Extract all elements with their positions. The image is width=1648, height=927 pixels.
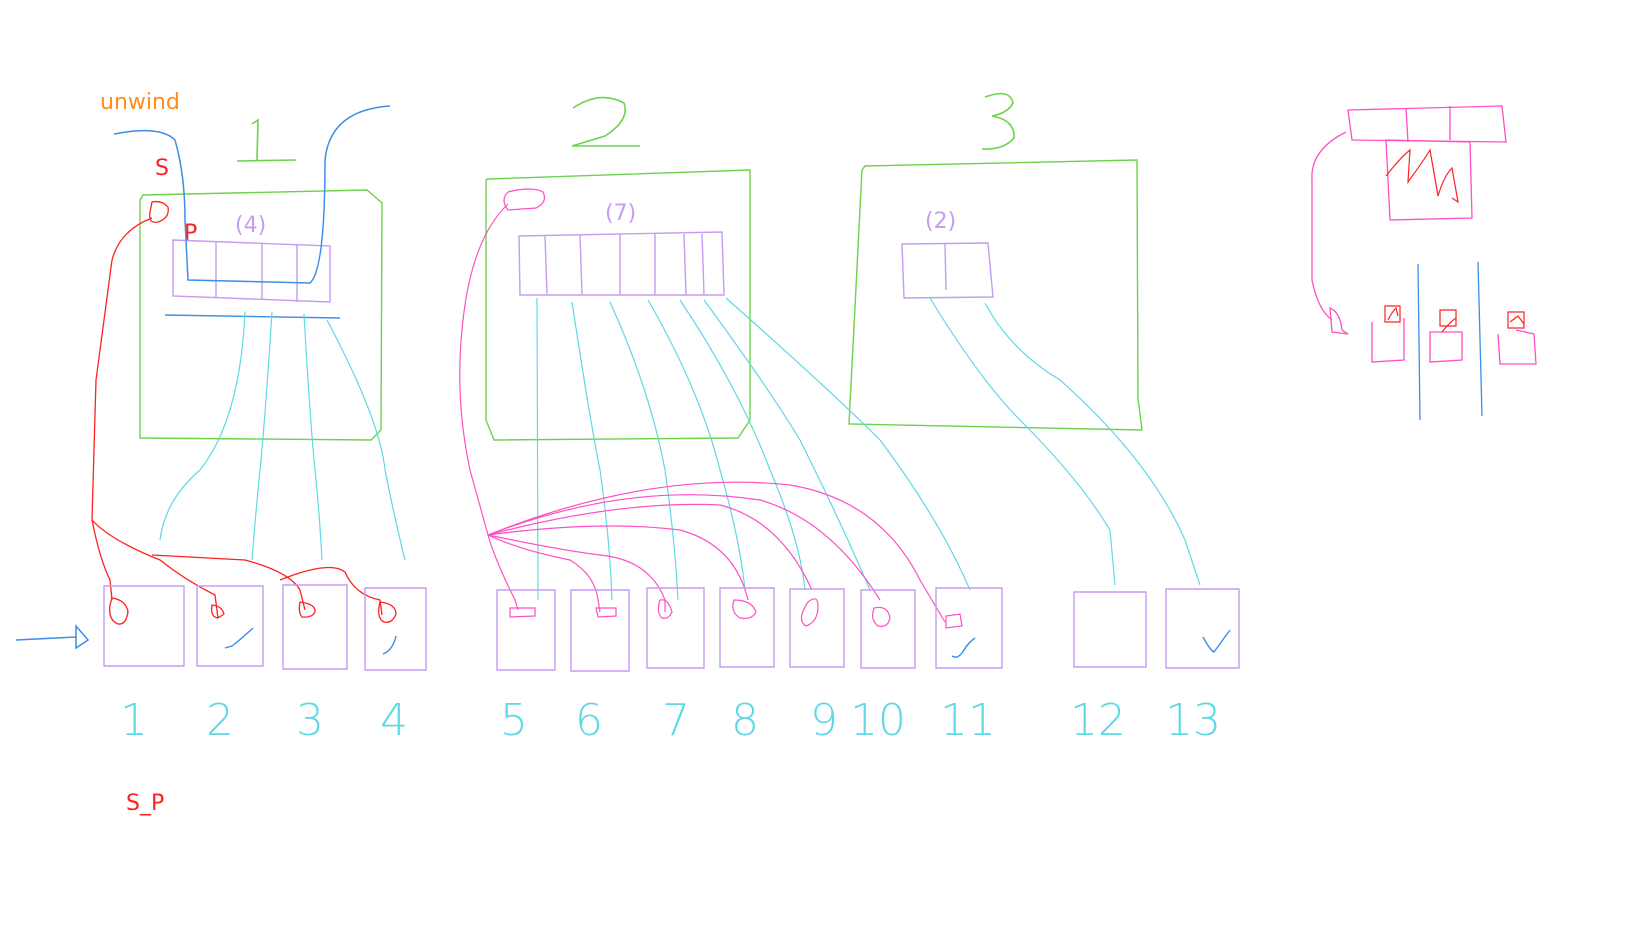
group-number-1 xyxy=(237,120,296,161)
slot-number: 1 xyxy=(120,695,148,746)
group-number-3 xyxy=(982,94,1014,149)
check-icon xyxy=(1203,630,1230,652)
index-array-2 xyxy=(519,232,724,295)
unwind-label: unwind xyxy=(100,90,180,115)
slot-number: 6 xyxy=(575,695,603,746)
slot-number: 11 xyxy=(940,695,996,746)
slots xyxy=(104,585,1239,671)
slot-number: 7 xyxy=(662,695,690,746)
slot-box-13 xyxy=(1166,589,1239,668)
slot-box-10 xyxy=(861,590,915,668)
check-icon xyxy=(225,628,253,648)
slot-box-1 xyxy=(104,586,184,666)
top-right-sketch xyxy=(1312,106,1536,420)
group-box-1 xyxy=(140,190,382,440)
unwind-path xyxy=(114,106,390,283)
slot-number: 5 xyxy=(500,695,528,746)
group-box-2 xyxy=(486,170,750,440)
sp-label: S_P xyxy=(126,791,164,816)
check-icon xyxy=(383,636,396,654)
s-label: S xyxy=(155,156,169,181)
group-box-3 xyxy=(849,160,1142,430)
entry-arrow xyxy=(16,626,88,648)
index-array-1 xyxy=(173,240,330,302)
slot-number: 8 xyxy=(731,695,759,746)
index-array-3 xyxy=(902,243,993,298)
slot-numbers: 1 2 3 4 5 6 7 8 9 10 11 12 13 xyxy=(120,695,1221,746)
slot-number: 10 xyxy=(850,695,906,746)
group-count-2: (7) xyxy=(605,201,636,226)
slot-number: 9 xyxy=(810,695,838,746)
slot-box-12 xyxy=(1074,592,1146,667)
slot-number: 13 xyxy=(1165,695,1221,746)
slot-box-6 xyxy=(571,590,629,671)
slot-box-7 xyxy=(647,588,704,668)
slot-number: 2 xyxy=(206,695,234,746)
slot-box-8 xyxy=(720,588,774,667)
group-count-3: (2) xyxy=(925,209,956,234)
slot-number: 4 xyxy=(380,695,408,746)
slot-box-2 xyxy=(197,586,263,666)
red-pointer-lines xyxy=(92,202,396,625)
group-number-2 xyxy=(572,98,640,146)
p-label: P xyxy=(184,221,197,246)
check-icon xyxy=(952,638,975,657)
group-1-underline xyxy=(165,315,340,318)
slot-box-3 xyxy=(283,585,347,669)
slot-box-11 xyxy=(936,588,1002,668)
slot-box-5 xyxy=(497,590,555,670)
cyan-connectors xyxy=(160,298,1200,600)
slot-number: 12 xyxy=(1070,695,1126,746)
slot-box-9 xyxy=(790,589,844,667)
slot-box-4 xyxy=(365,588,426,670)
pink-pointer-lines xyxy=(460,189,962,628)
slot-number: 3 xyxy=(296,695,324,746)
check-marks xyxy=(225,628,1230,657)
group-count-1: (4) xyxy=(235,213,266,238)
